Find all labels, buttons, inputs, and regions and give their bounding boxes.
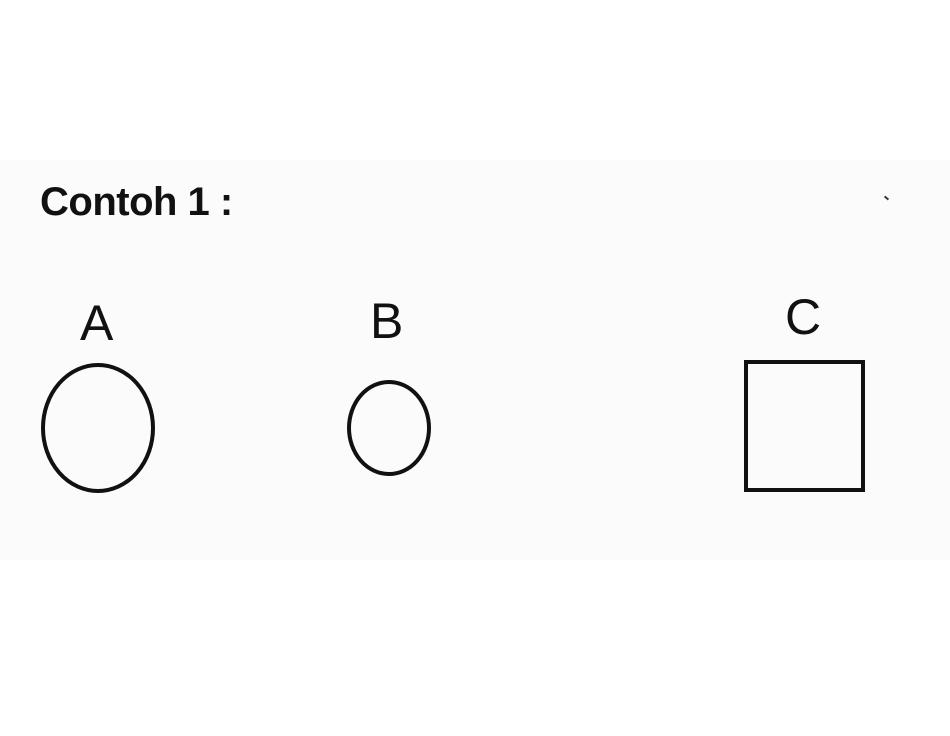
example-title: Contoh 1 :: [40, 180, 233, 224]
option-label-c: C: [785, 289, 822, 345]
option-label-b: B: [370, 293, 404, 349]
square-shape: [744, 360, 865, 492]
option-label-a: A: [80, 295, 114, 351]
large-circle-shape: [41, 363, 155, 493]
small-circle-shape: [347, 380, 431, 476]
